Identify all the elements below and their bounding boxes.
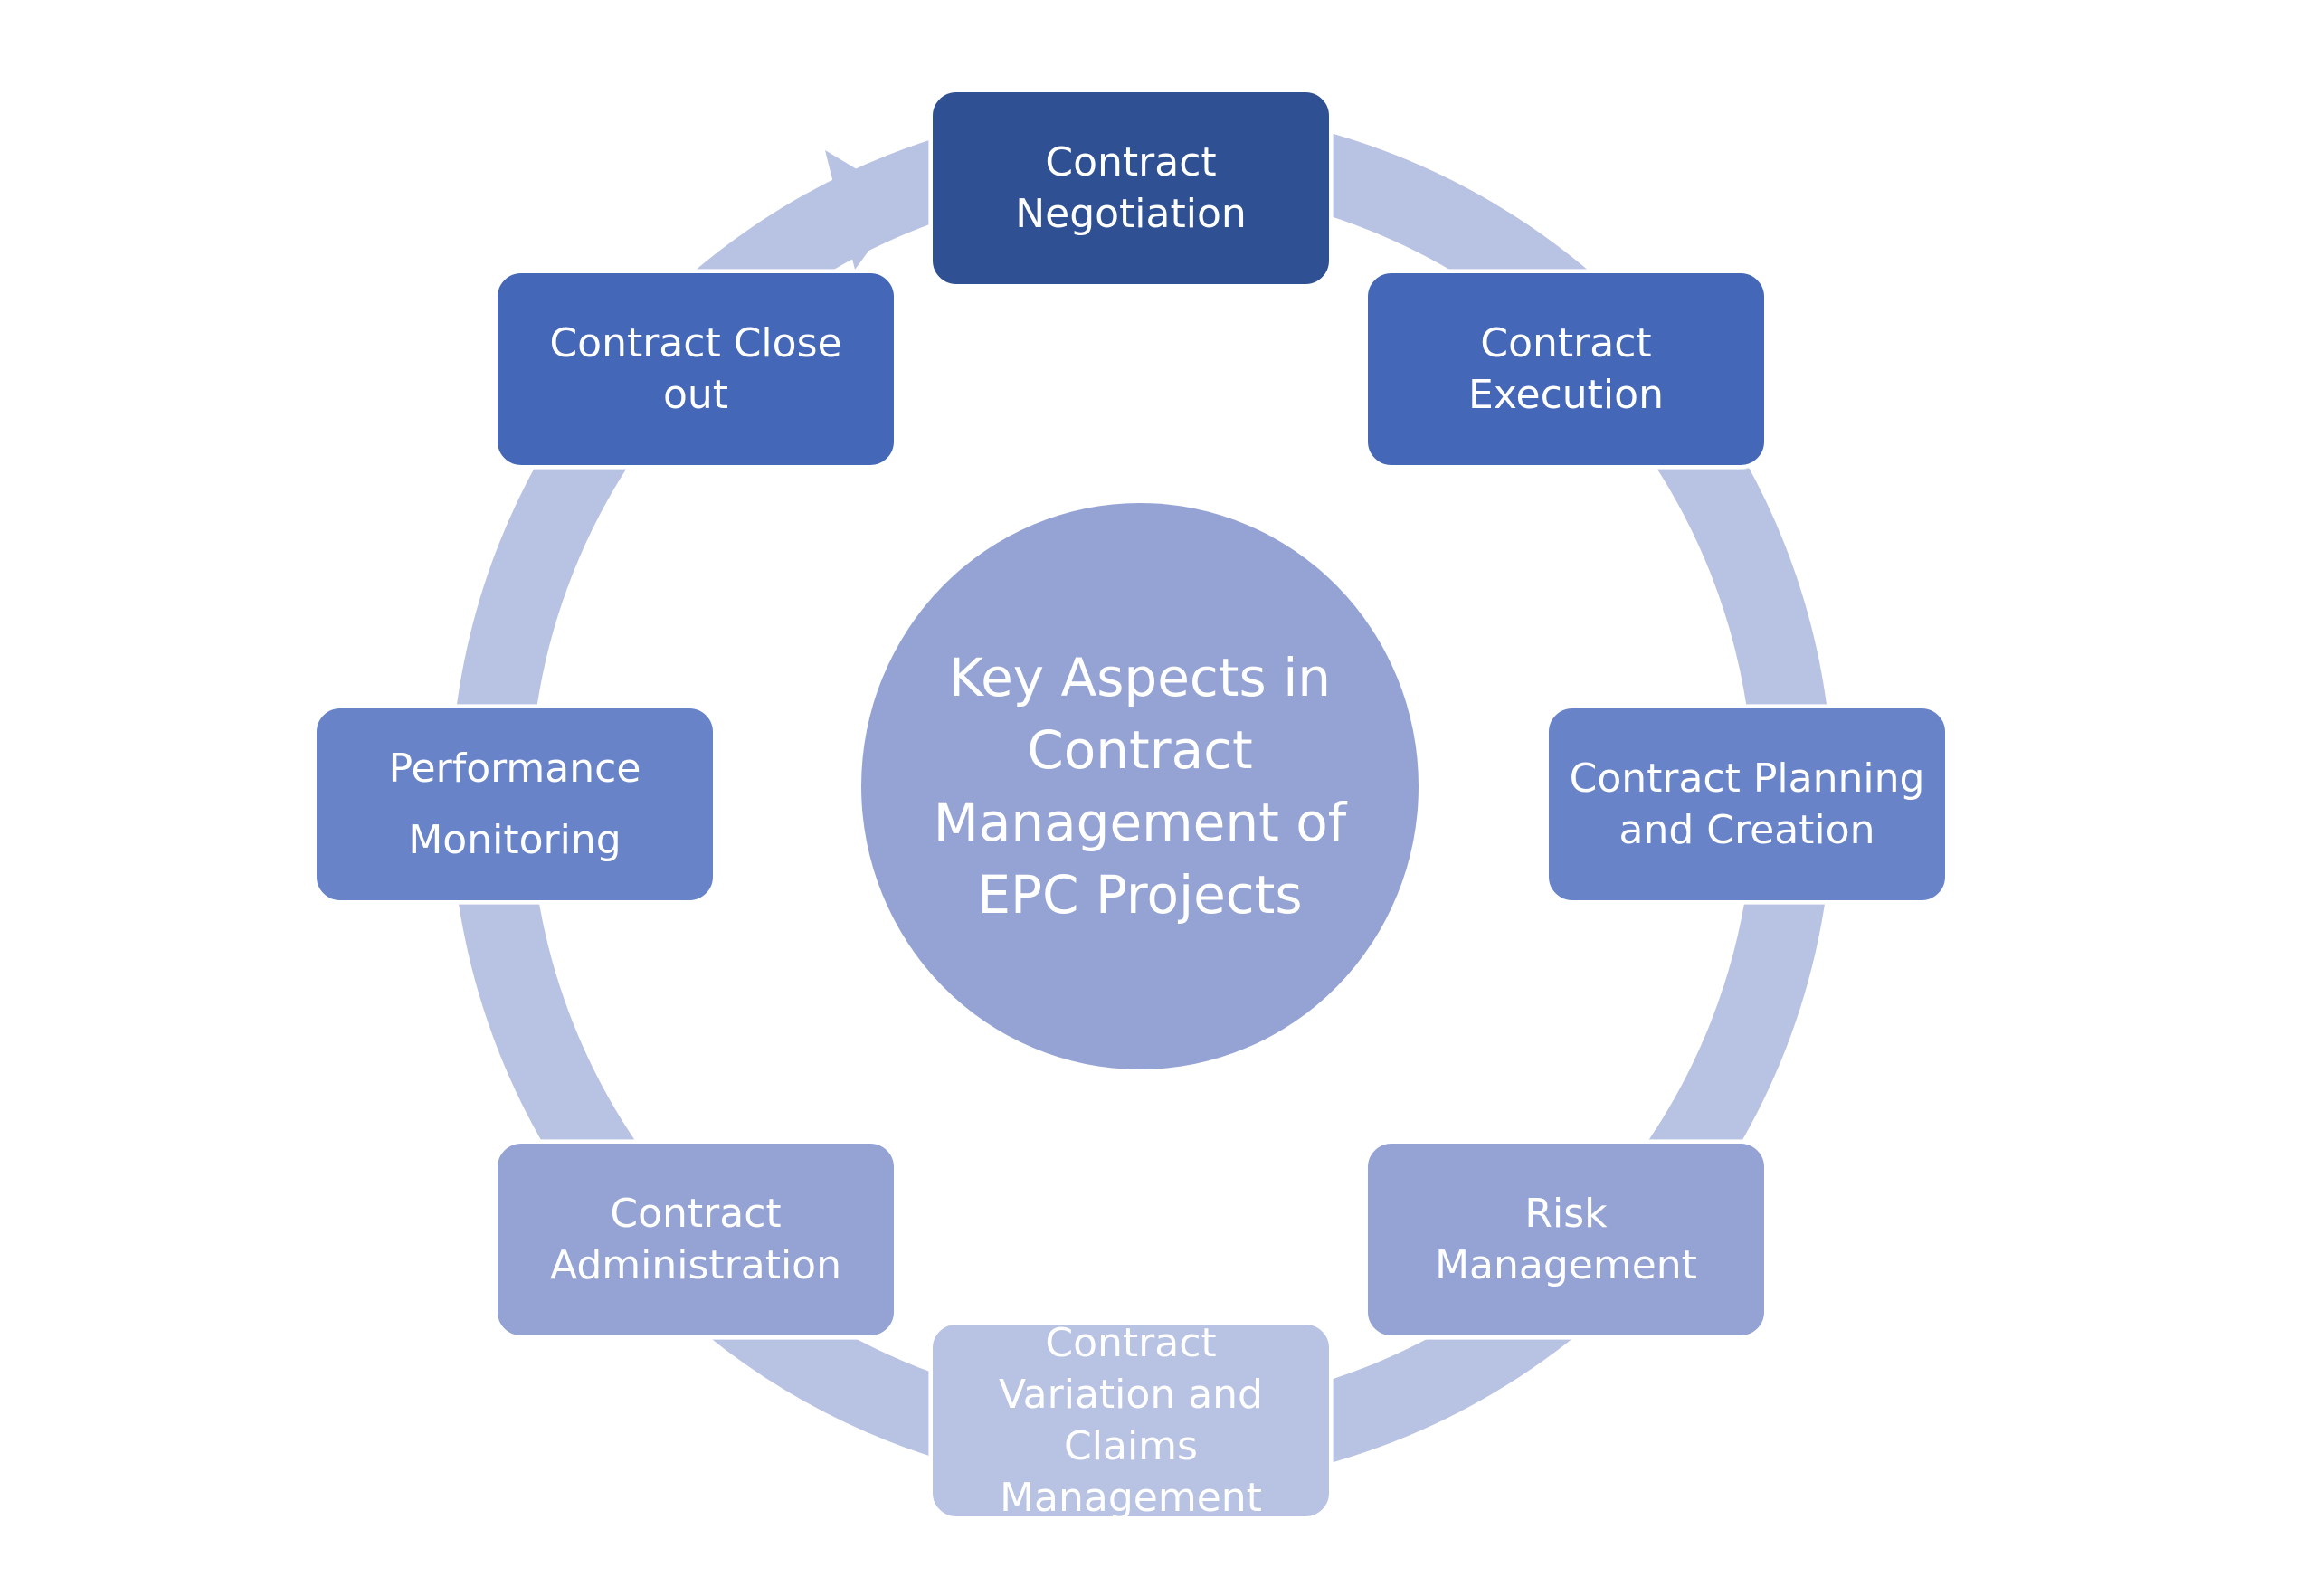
step-label: Contract Close out bbox=[549, 319, 842, 418]
step-label: Contract Planning and Creation bbox=[1569, 755, 1925, 853]
step-label: Contract Negotiation bbox=[1015, 138, 1247, 237]
step-contract-close-out: Contract Close out bbox=[494, 270, 897, 469]
center-title: Key Aspects in Contract Management of EP… bbox=[861, 503, 1419, 1069]
step-contract-variation-and-claims-management: Contract Variation and Claims Management bbox=[929, 1320, 1333, 1521]
ring-arrowhead bbox=[825, 150, 906, 270]
step-label: Contract Execution bbox=[1468, 319, 1664, 418]
step-contract-execution: Contract Execution bbox=[1364, 270, 1768, 469]
center-title-text: Key Aspects in Contract Management of EP… bbox=[933, 646, 1347, 926]
step-risk-management: Risk Management bbox=[1364, 1140, 1768, 1339]
step-label: Contract Administration bbox=[550, 1190, 841, 1288]
step-contract-negotiation: Contract Negotiation bbox=[929, 89, 1333, 288]
step-label: Risk Management bbox=[1435, 1190, 1697, 1288]
step-contract-administration: Contract Administration bbox=[494, 1140, 897, 1339]
step-performance-monitoring: Performance Monitoring bbox=[313, 705, 717, 904]
step-label: Performance Monitoring bbox=[388, 745, 641, 863]
step-label: Contract Variation and Claims Management bbox=[999, 1319, 1263, 1522]
step-contract-planning-and-creation: Contract Planning and Creation bbox=[1545, 705, 1949, 904]
